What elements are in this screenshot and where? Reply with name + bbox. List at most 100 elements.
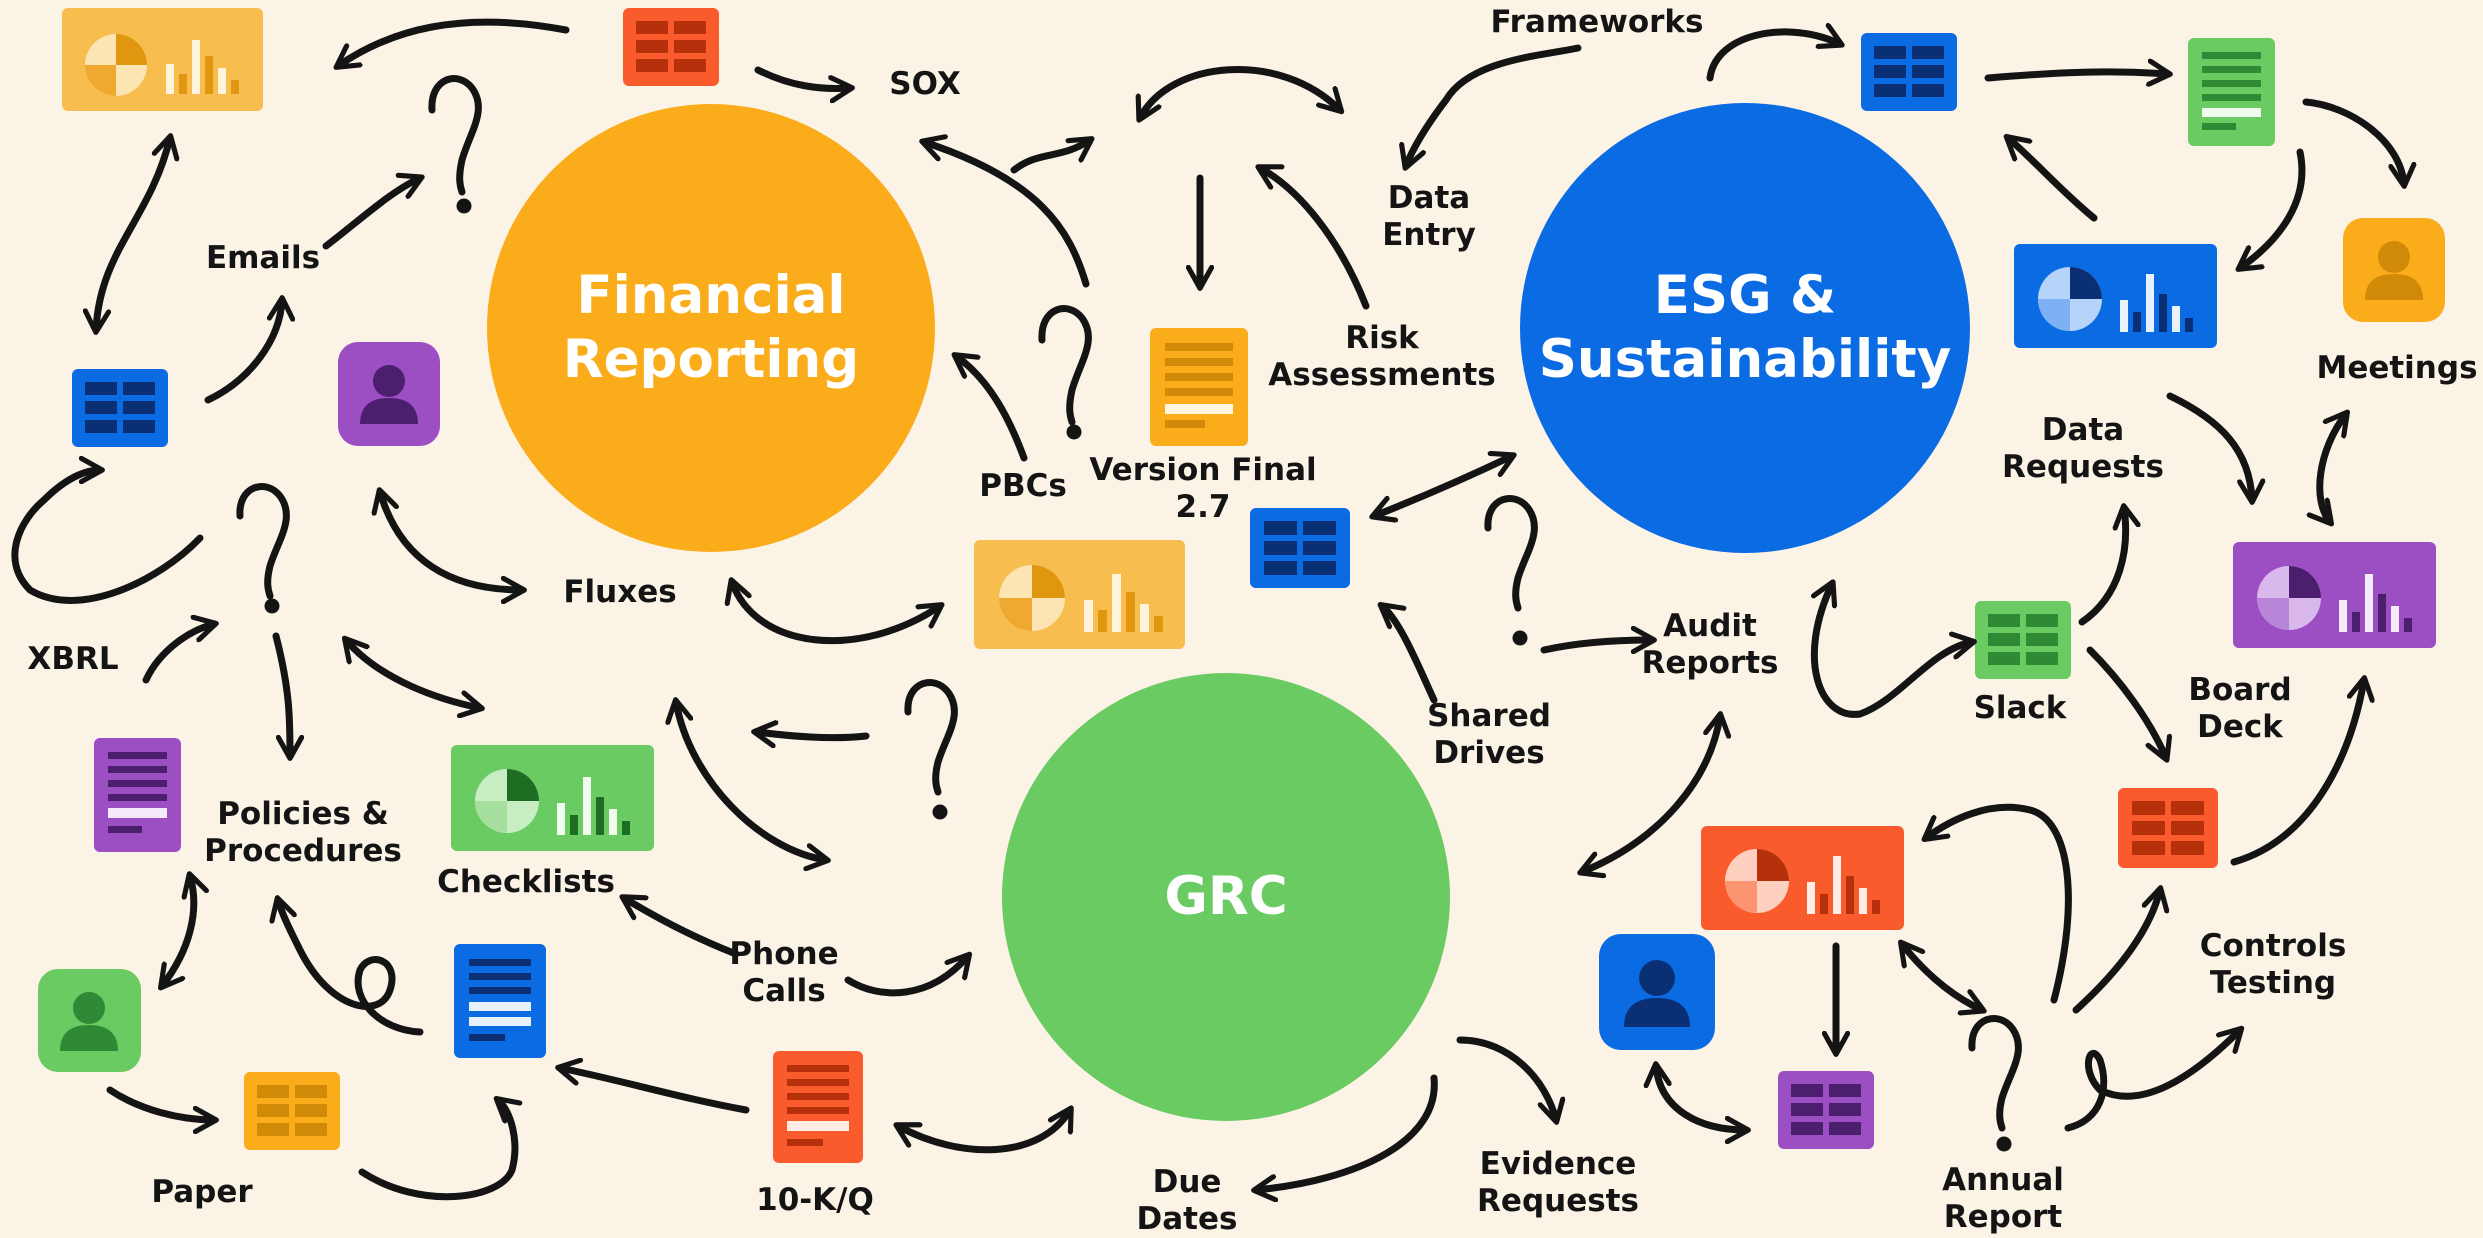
- label-policies-procedures: Policies & Procedures: [204, 796, 402, 869]
- label-version-final: Version Final 2.7: [1089, 452, 1317, 525]
- label-fluxes: Fluxes: [563, 574, 677, 610]
- curved-arrow-icon: [2064, 1030, 2240, 1132]
- curved-arrow-icon: [1374, 456, 1512, 516]
- label-data-requests: Data Requests: [2002, 412, 2164, 485]
- spreadsheet-icon: [244, 1072, 340, 1150]
- curved-arrow-icon: [96, 138, 170, 330]
- curved-arrow-icon: [2078, 508, 2126, 626]
- curved-arrow-icon: [346, 640, 480, 708]
- label-pbcs: PBCs: [979, 468, 1067, 504]
- document-icon: [94, 738, 181, 852]
- label-10kq: 10-K/Q: [756, 1182, 874, 1218]
- curved-arrow-icon: [1656, 1066, 1746, 1130]
- document-icon: [773, 1051, 863, 1163]
- label-frameworks: Frameworks: [1490, 4, 1704, 40]
- curved-arrow-icon: [2072, 890, 2160, 1014]
- curved-arrow-icon: [2166, 392, 2252, 500]
- curved-arrow-icon: [1456, 1036, 1556, 1120]
- curved-arrow-icon: [322, 178, 420, 250]
- label-sox: SOX: [889, 66, 961, 102]
- curved-arrow-icon: [844, 956, 968, 997]
- question-mark-icon: [904, 679, 958, 820]
- esg-sustainability-title: ESG & Sustainability: [1538, 265, 1952, 390]
- curved-arrow-icon: [560, 1068, 750, 1114]
- spreadsheet-icon: [1861, 33, 1957, 111]
- spreadsheet-icon: [1250, 508, 1350, 588]
- curved-arrow-icon: [956, 356, 1028, 462]
- label-phone-calls: Phone Calls: [729, 936, 839, 1009]
- label-paper: Paper: [151, 1174, 253, 1210]
- curved-arrow-icon: [162, 876, 194, 986]
- curved-arrow-icon: [1706, 32, 1840, 82]
- curved-arrow-icon: [756, 732, 870, 738]
- curved-arrow-icon: [1540, 640, 1652, 650]
- spreadsheet-icon: [2118, 788, 2218, 868]
- spreadsheet-icon: [1778, 1071, 1874, 1149]
- spreadsheet-icon: [1975, 601, 2071, 679]
- person-avatar-icon: [1599, 934, 1715, 1050]
- question-mark-icon: [1038, 305, 1092, 440]
- curved-arrow-icon: [676, 702, 826, 860]
- curved-arrow-icon: [2302, 98, 2404, 184]
- label-audit-reports: Audit Reports: [1641, 608, 1779, 681]
- chart-card-icon: [2233, 542, 2436, 648]
- esg-sustainability-hub: [1520, 103, 1970, 553]
- person-avatar-icon: [338, 342, 440, 446]
- curved-arrow-icon: [1926, 803, 2072, 1004]
- question-mark-icon: [236, 483, 290, 614]
- label-risk-assessments: Risk Assessments: [1268, 320, 1496, 393]
- question-mark-icon: [428, 75, 482, 214]
- curved-arrow-icon: [380, 492, 522, 590]
- label-board-deck: Board Deck: [2188, 672, 2292, 745]
- curved-arrow-icon: [106, 1086, 214, 1120]
- curved-arrow-icon: [11, 470, 204, 604]
- curved-arrow-icon: [1582, 716, 1720, 872]
- chart-card-icon: [62, 8, 263, 111]
- label-slack: Slack: [1973, 690, 2067, 726]
- chart-card-icon: [974, 540, 1185, 649]
- spreadsheet-icon: [72, 369, 168, 447]
- label-controls-testing: Controls Testing: [2199, 928, 2347, 1001]
- document-icon: [2188, 38, 2275, 146]
- spreadsheet-icon: [623, 8, 719, 86]
- question-mark-icon: [1968, 1015, 2022, 1152]
- label-data-entry: Data Entry: [1382, 180, 1476, 253]
- label-due-dates: Due Dates: [1136, 1164, 1238, 1237]
- curved-arrow-icon: [754, 66, 850, 88]
- curved-arrow-icon: [358, 1100, 515, 1201]
- chart-card-icon: [1701, 826, 1904, 930]
- chart-card-icon: [451, 745, 654, 851]
- label-emails: Emails: [205, 240, 321, 276]
- curved-arrow-icon: [732, 582, 940, 645]
- curved-arrow-icon: [204, 300, 282, 404]
- curved-arrow-icon: [1984, 72, 2168, 78]
- curved-arrow-icon: [1256, 1074, 1438, 1190]
- curved-arrow-icon: [1902, 944, 1982, 1010]
- grc-hub: [1002, 673, 1450, 1121]
- curved-arrow-icon: [1260, 168, 1370, 310]
- curved-arrow-icon: [1140, 66, 1340, 118]
- document-icon: [1150, 328, 1248, 446]
- curved-arrow-icon: [1406, 44, 1582, 166]
- curved-arrow-icon: [2230, 680, 2364, 866]
- curved-arrow-icon: [272, 632, 290, 756]
- label-xbrl: XBRL: [27, 641, 119, 677]
- curved-arrow-icon: [624, 898, 740, 958]
- curved-arrow-icon: [142, 624, 214, 684]
- chart-card-icon: [2014, 244, 2217, 348]
- curved-arrow-icon: [278, 900, 424, 1036]
- grc-title: GRC: [1164, 866, 1288, 927]
- curved-arrow-icon: [2320, 414, 2346, 522]
- person-avatar-icon: [2343, 218, 2445, 322]
- document-icon: [454, 944, 546, 1058]
- financial-reporting-title: Financial Reporting: [562, 265, 860, 390]
- person-avatar-icon: [38, 969, 141, 1072]
- label-shared-drives: Shared Drives: [1427, 698, 1551, 771]
- label-checklists: Checklists: [437, 864, 615, 900]
- curved-arrow-icon: [2086, 646, 2166, 758]
- curved-arrow-icon: [898, 1110, 1070, 1154]
- curved-arrow-icon: [338, 18, 570, 66]
- curved-arrow-icon: [1810, 584, 1972, 718]
